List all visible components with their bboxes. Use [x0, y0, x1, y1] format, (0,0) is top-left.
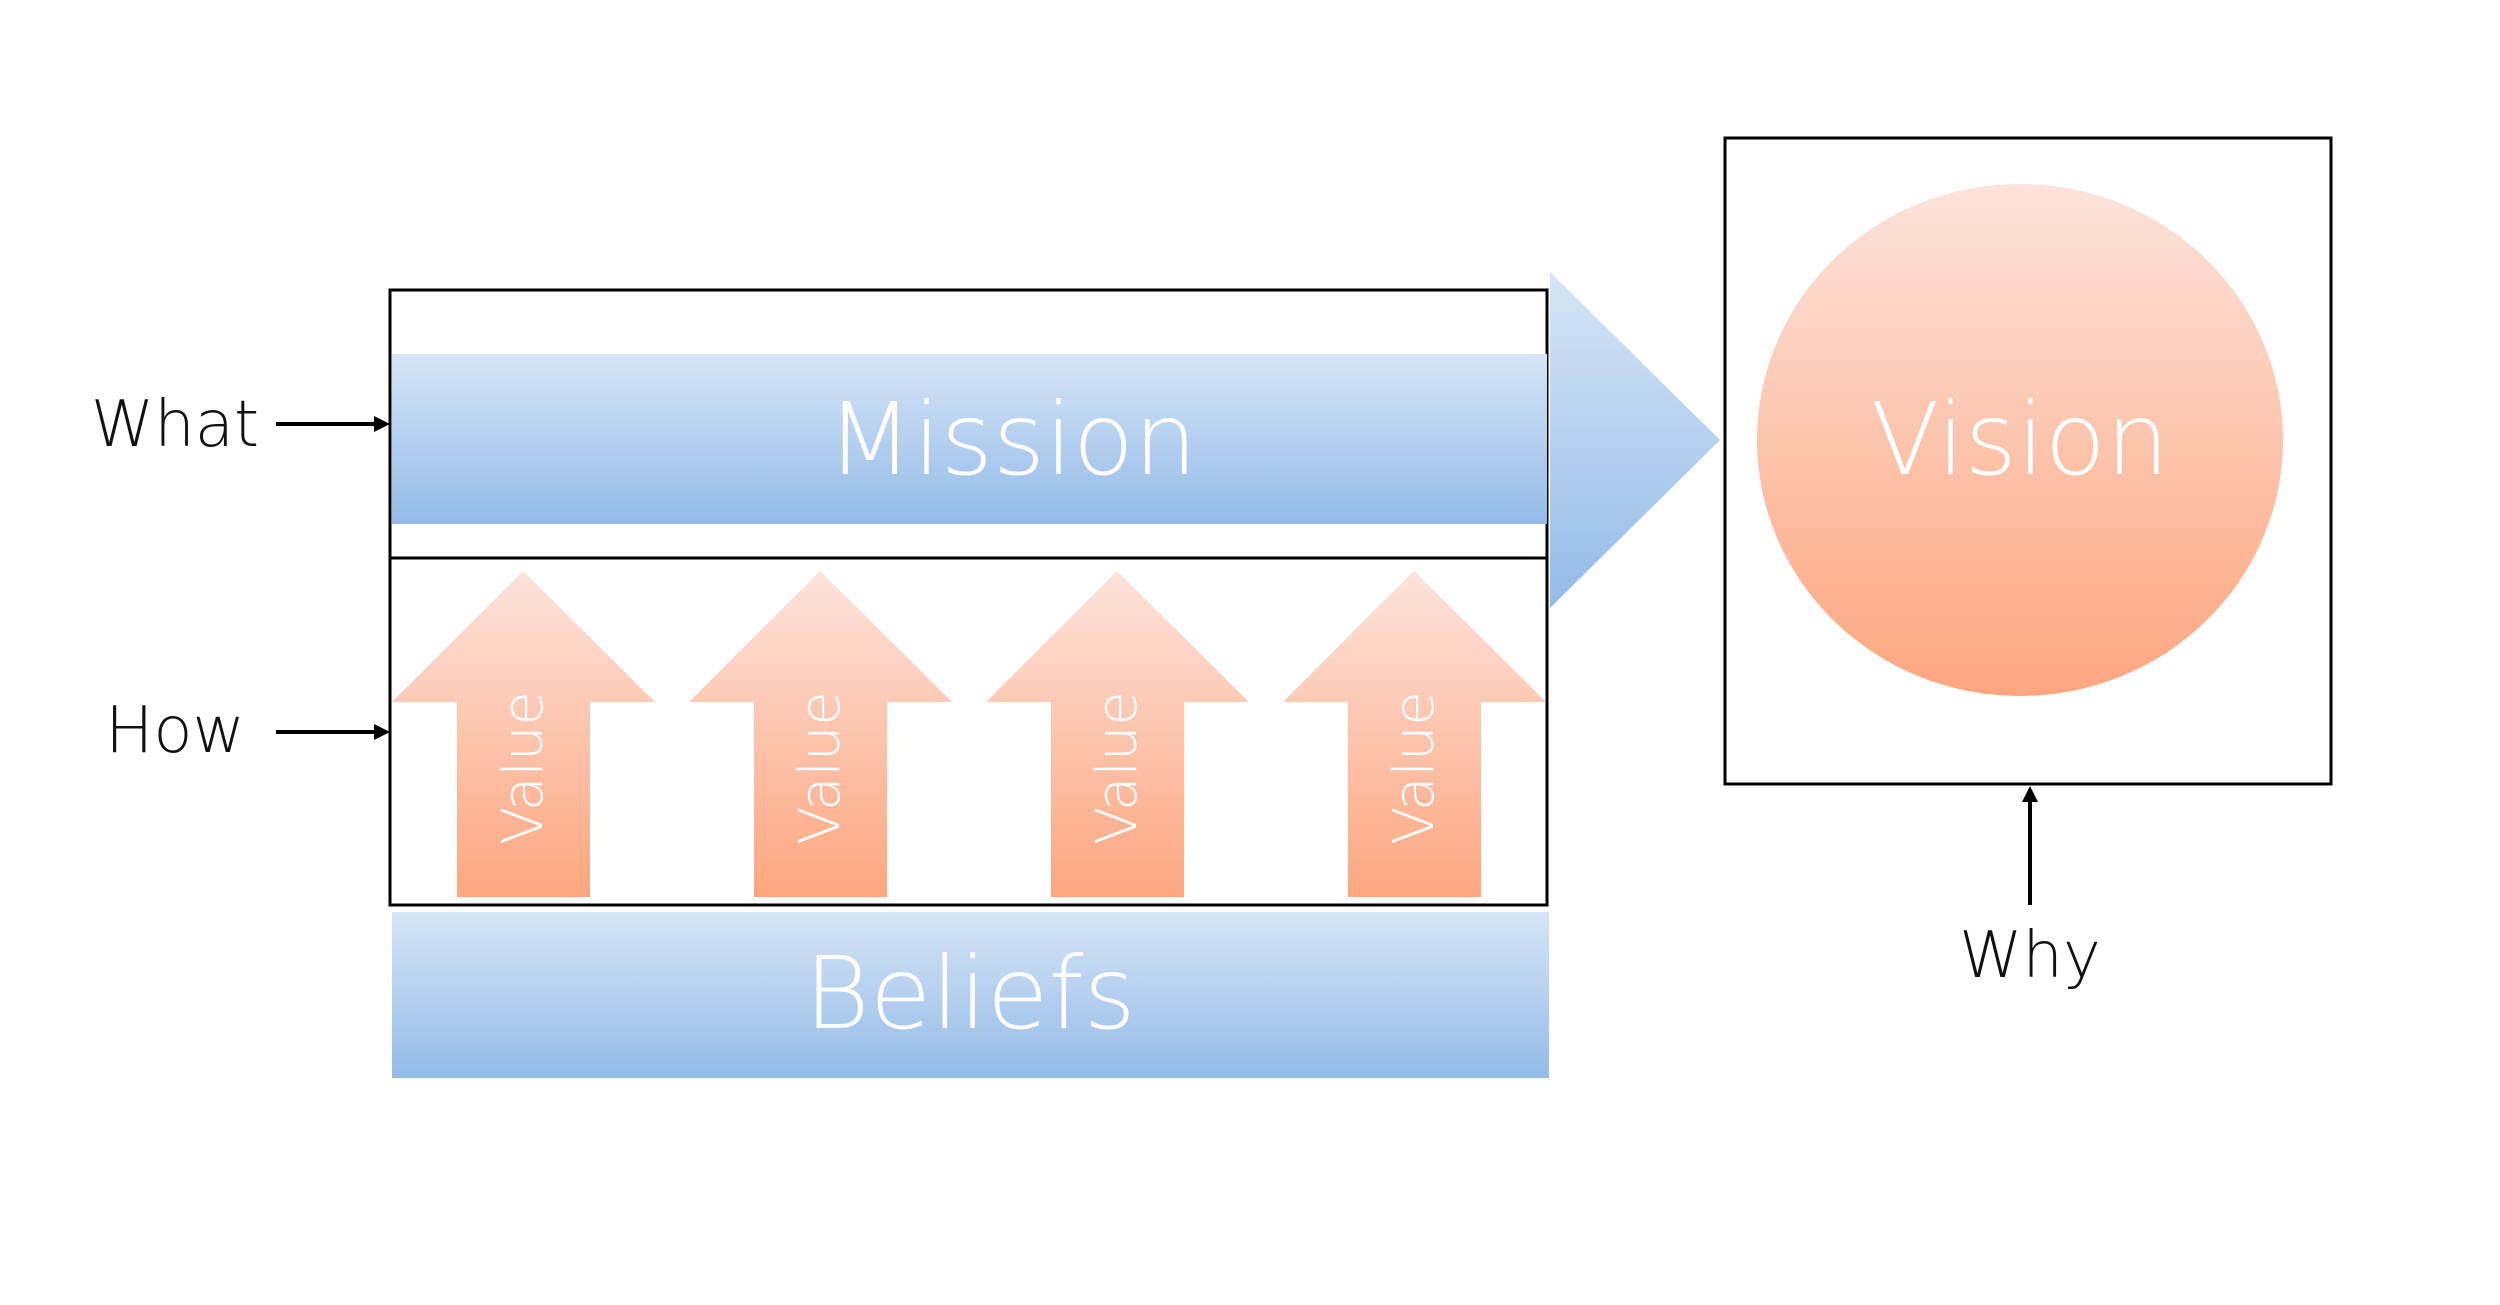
value-arrow: Value	[689, 571, 952, 897]
value-arrow: Value	[1283, 571, 1546, 897]
mission-to-vision-arrow	[1550, 272, 1720, 608]
why-pointer-arrow	[2022, 786, 2038, 905]
value-label: Value	[491, 691, 556, 845]
what-pointer-arrow	[276, 416, 390, 432]
value-label: Value	[788, 691, 853, 845]
why-label: Why	[1959, 919, 2101, 993]
beliefs-label: Beliefs	[804, 935, 1135, 1052]
value-label: Value	[1085, 691, 1150, 845]
beliefs-band	[392, 912, 1549, 1078]
vision-circle	[1757, 184, 2283, 696]
vision-label: Vision	[1871, 381, 2169, 498]
vision-frame	[1723, 136, 2333, 786]
how-label: How	[105, 694, 245, 768]
values-frame	[388, 556, 1549, 907]
how-pointer-arrow	[276, 724, 390, 740]
value-arrow: Value	[392, 571, 655, 897]
mission-label: Mission	[827, 381, 1198, 498]
value-arrow: Value	[986, 571, 1249, 897]
mission-band	[392, 354, 1547, 524]
value-label: Value	[1382, 691, 1447, 845]
what-label: What	[91, 388, 259, 462]
